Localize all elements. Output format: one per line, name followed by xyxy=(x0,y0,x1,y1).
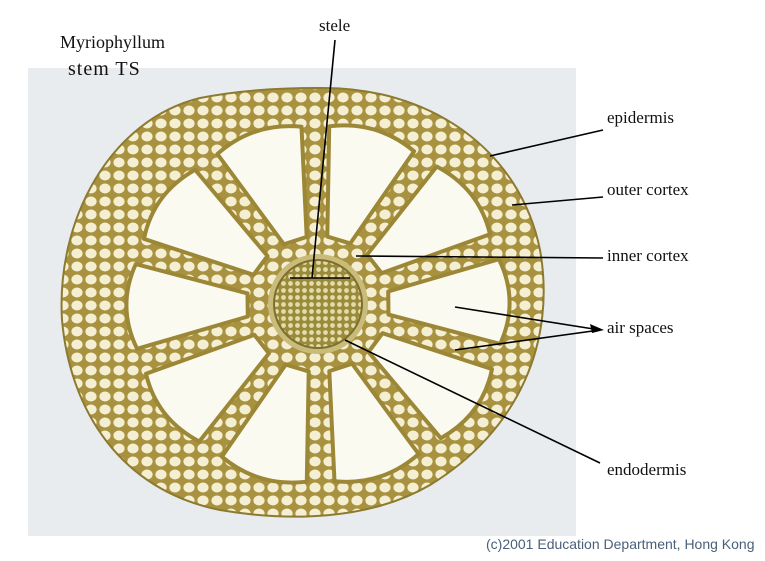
air-space xyxy=(144,332,271,444)
label-stele: stele xyxy=(319,16,351,35)
air-spaces-leader-2 xyxy=(454,329,601,351)
leader-lines xyxy=(290,39,604,464)
air-space xyxy=(366,331,494,441)
title-line-2: stem TS xyxy=(68,58,141,80)
inner-cortex-leader xyxy=(355,255,604,259)
epidermis-leader xyxy=(489,129,604,157)
outer-cortex-leader xyxy=(511,196,604,206)
air-space xyxy=(124,262,250,351)
endodermis-leader xyxy=(344,339,601,464)
label-endodermis: endodermis xyxy=(607,460,687,479)
stele-core xyxy=(273,259,363,349)
label-epidermis: epidermis xyxy=(607,108,675,127)
air-space xyxy=(219,362,311,485)
air-spaces xyxy=(124,123,512,485)
air-space xyxy=(327,361,421,484)
air-space xyxy=(142,167,270,277)
copyright: (c)2001 Education Department, Hong Kong xyxy=(486,536,755,552)
title-line-1: Myriophyllum xyxy=(60,32,166,52)
arrowhead xyxy=(590,324,604,333)
label-inner-cortex: inner cortex xyxy=(607,246,689,265)
air-spaces-leader-1 xyxy=(454,306,601,331)
label-outer-cortex: outer cortex xyxy=(607,180,689,199)
air-space xyxy=(325,123,417,246)
stele-leader xyxy=(311,39,336,279)
air-space xyxy=(215,124,309,247)
label-air-spaces: air spaces xyxy=(607,318,674,337)
air-space xyxy=(365,164,492,276)
